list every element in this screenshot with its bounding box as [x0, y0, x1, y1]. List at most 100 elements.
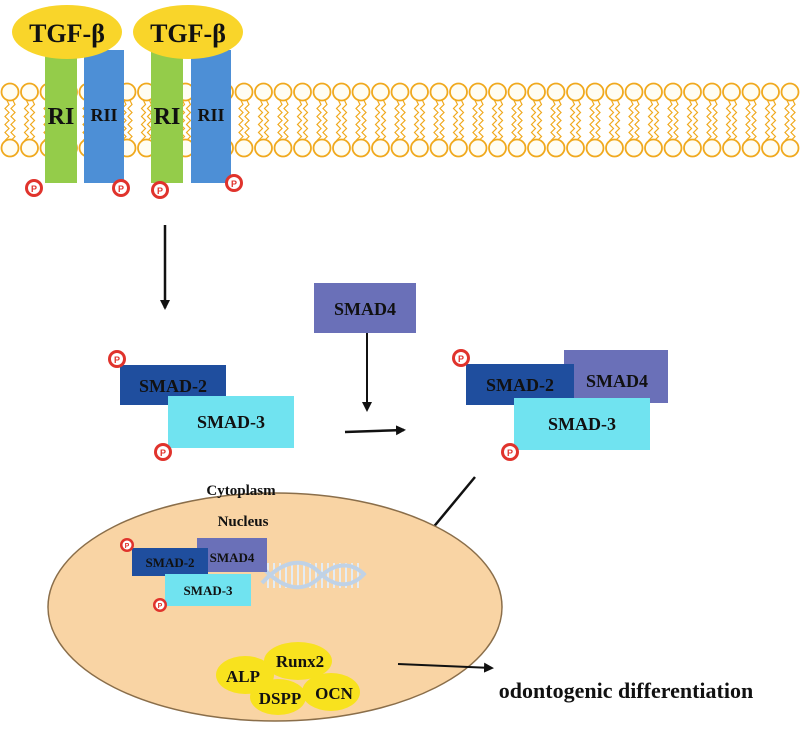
lipid-head: [429, 138, 449, 158]
lipid-tail: [569, 100, 576, 141]
lipid-head: [273, 138, 293, 158]
smad3-label: SMAD-3: [183, 583, 233, 598]
tgf-beta-label: TGF-β: [29, 19, 105, 48]
lipid-tail: [491, 100, 498, 141]
smad4-label: SMAD4: [586, 371, 648, 391]
lipid-tail: [335, 100, 342, 141]
lipid-tail: [257, 100, 264, 141]
lipid-head: [741, 82, 761, 102]
phospho-badge: P: [501, 443, 519, 461]
lipid-tail: [380, 100, 387, 141]
smad4-box: [197, 538, 267, 572]
marker-ocn: [302, 673, 360, 711]
lipid-head: [566, 138, 585, 158]
lipid-head: [410, 138, 429, 158]
smad4-box: [564, 350, 668, 403]
receptor-type1-label: RI: [48, 104, 75, 130]
lipid-head: [527, 138, 546, 158]
lipid-tail: [575, 100, 582, 141]
lipid-tail: [316, 100, 322, 141]
lipid-head: [585, 82, 605, 102]
lipid-head: [488, 138, 507, 158]
lipid-tail: [302, 100, 309, 141]
lipid-tail: [277, 100, 283, 141]
receptor-type2: [191, 50, 231, 183]
lipid-head: [254, 82, 273, 102]
lipid-head: [644, 138, 663, 158]
lipid-head: [254, 138, 273, 158]
lipid-head: [351, 138, 371, 158]
lipid-tail: [608, 100, 615, 141]
lipid-tail: [478, 100, 484, 141]
svg-text:P: P: [231, 179, 237, 189]
smad4-free: SMAD4: [314, 283, 416, 333]
lipid-tail: [238, 100, 244, 141]
lipid-head: [605, 82, 624, 102]
lipid-tail: [517, 100, 523, 141]
lipid-head: [410, 82, 429, 102]
smad3-box: [165, 574, 251, 606]
svg-text:P: P: [458, 354, 464, 364]
lipid-tail: [731, 100, 738, 141]
lipid-tail: [653, 100, 660, 141]
lipid-head: [566, 82, 585, 102]
lipid-tail: [185, 100, 192, 141]
lipid-tail: [667, 100, 673, 141]
lipid-head: [761, 82, 780, 102]
lipid-tail: [400, 100, 406, 141]
lipid-head: [449, 138, 468, 158]
svg-text:P: P: [31, 184, 37, 194]
phospho-badge: P: [151, 181, 169, 199]
lipid-head: [722, 82, 741, 102]
lipid-tail: [530, 100, 537, 141]
lipid-tail: [634, 100, 640, 141]
lipid-tail: [706, 100, 712, 141]
svg-text:P: P: [507, 448, 513, 458]
receptor-pair-1: TGF-β RI RII P P: [12, 5, 130, 197]
lipid-tail: [23, 100, 30, 141]
lipid-head: [780, 138, 800, 158]
lipid-head: [605, 138, 624, 158]
lipid-head: [371, 138, 390, 158]
lipid-head: [312, 138, 332, 158]
tgf-beta-ligand: [12, 5, 122, 59]
lipid-head: [585, 138, 605, 158]
smad2-label: SMAD-2: [139, 376, 207, 396]
lipid-tail: [745, 100, 751, 141]
smad3-box: [514, 398, 650, 450]
lipid-tail: [692, 100, 699, 141]
lipid-head: [507, 82, 527, 102]
tgf-beta-label: TGF-β: [150, 19, 226, 48]
lipid-head: [546, 82, 566, 102]
lipid-head: [234, 82, 254, 102]
nucleus-label: Nucleus: [218, 514, 269, 530]
smad3-label: SMAD-3: [548, 414, 616, 434]
smad2-box: [132, 548, 208, 576]
lipid-tail: [556, 100, 562, 141]
svg-text:P: P: [160, 448, 166, 458]
svg-text:P: P: [157, 186, 163, 196]
lipid-head: [702, 138, 722, 158]
phospho-badge: P: [225, 174, 243, 192]
lipid-head: [20, 82, 39, 102]
lipid-tail: [458, 100, 465, 141]
lipid-tail: [355, 100, 361, 141]
lipid-tail: [452, 100, 459, 141]
phospho-badge: P: [25, 179, 43, 197]
lipid-tail: [589, 100, 595, 141]
lipid-tail: [770, 100, 777, 141]
smad3-box: [168, 396, 294, 448]
lipid-head: [293, 138, 312, 158]
lipid-tail: [790, 100, 796, 141]
lipid-head: [527, 82, 546, 102]
lipid-tail: [10, 100, 16, 141]
smad2-3-4-complex: SMAD-2 SMAD4 SMAD-3 P P: [452, 349, 668, 461]
lipid-tail: [673, 100, 679, 141]
marker-dspp-label: DSPP: [259, 689, 302, 708]
lipid-head: [624, 82, 644, 102]
receptor-type2-label: RII: [197, 105, 224, 125]
lipid-head: [449, 82, 468, 102]
svg-text:P: P: [158, 603, 163, 610]
receptor-pair-2: TGF-β RI RII P P: [133, 5, 243, 199]
lipid-head: [273, 82, 293, 102]
